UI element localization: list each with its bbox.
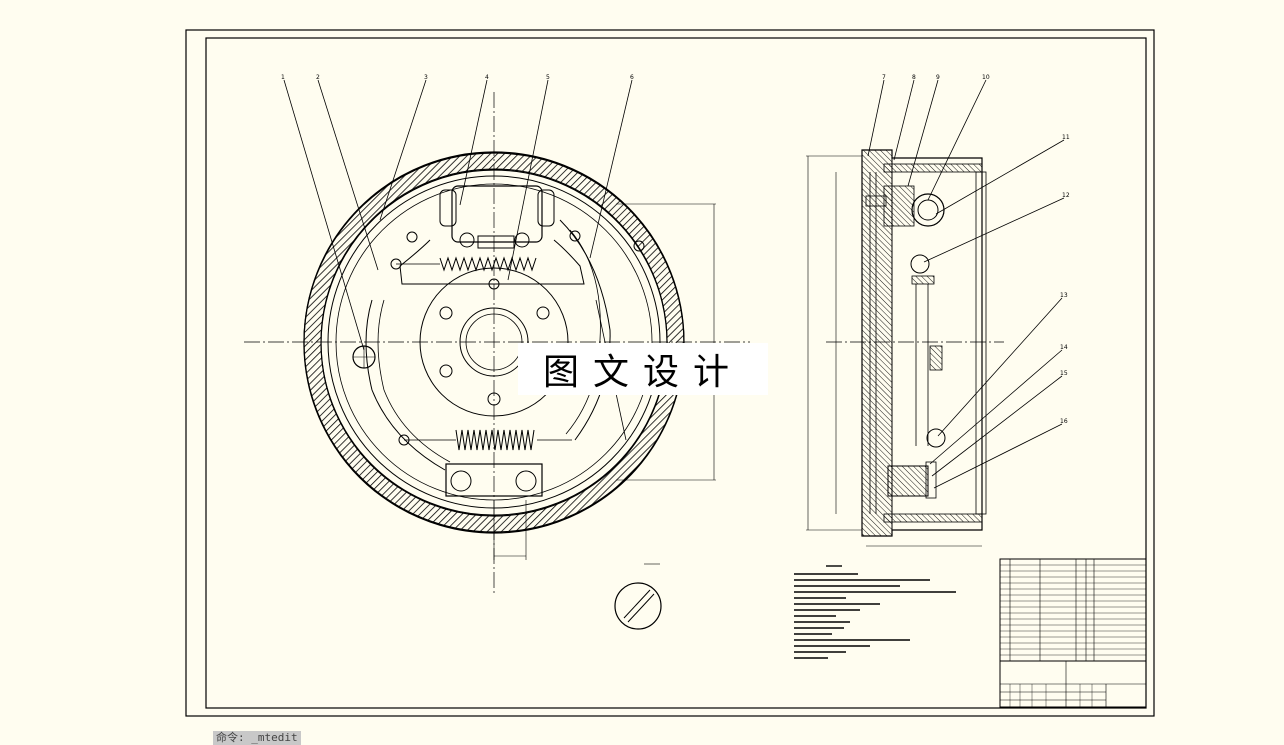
callout-4: 4 (485, 74, 489, 81)
callout-11: 11 (1062, 134, 1070, 141)
callout-8: 8 (912, 74, 916, 81)
parts-list (999, 558, 1147, 662)
leader-12 (923, 197, 1065, 263)
callout-3: 3 (424, 74, 428, 81)
callout-10: 10 (982, 74, 990, 81)
upper-return-spring (439, 256, 537, 272)
callout-9: 9 (936, 74, 940, 81)
callout-5: 5 (546, 74, 550, 81)
side-view (806, 79, 1065, 547)
leader-11 (935, 139, 1065, 215)
front-view (244, 79, 750, 630)
leader-10 (927, 79, 987, 201)
leader-6 (589, 79, 633, 259)
leader-16 (933, 423, 1063, 489)
leader-15 (931, 375, 1063, 477)
command-prompt[interactable]: 命令: _mtedit (213, 731, 301, 745)
technical-notes (794, 565, 956, 659)
callout-16: 16 (1060, 418, 1068, 425)
callout-6: 6 (630, 74, 634, 81)
leader-7 (867, 79, 885, 157)
callout-7: 7 (882, 74, 886, 81)
front-callouts: 1 2 3 4 5 6 (281, 74, 634, 81)
callout-15: 15 (1060, 370, 1068, 377)
side-callouts: 7 8 9 10 11 12 13 14 15 16 (882, 74, 1070, 425)
callout-12: 12 (1062, 192, 1070, 199)
leader-2 (317, 79, 379, 271)
callout-13: 13 (1060, 292, 1068, 299)
callout-1: 1 (281, 74, 285, 81)
inner-sheet-border (205, 37, 1147, 709)
leader-4 (459, 79, 488, 206)
outer-sheet-border (185, 29, 1155, 717)
leader-14 (929, 349, 1063, 465)
callout-14: 14 (1060, 344, 1068, 351)
watermark-text: 图文设计 (542, 352, 743, 393)
leader-3 (379, 79, 427, 221)
leader-9 (907, 79, 939, 187)
watermark-box: 图文设计 (518, 343, 768, 395)
leader-1 (283, 79, 365, 351)
leader-13 (937, 297, 1063, 437)
leader-8 (893, 79, 915, 161)
leader-5 (507, 79, 549, 281)
lower-return-spring (455, 429, 535, 451)
callout-2: 2 (316, 74, 320, 81)
title-block (999, 660, 1147, 708)
